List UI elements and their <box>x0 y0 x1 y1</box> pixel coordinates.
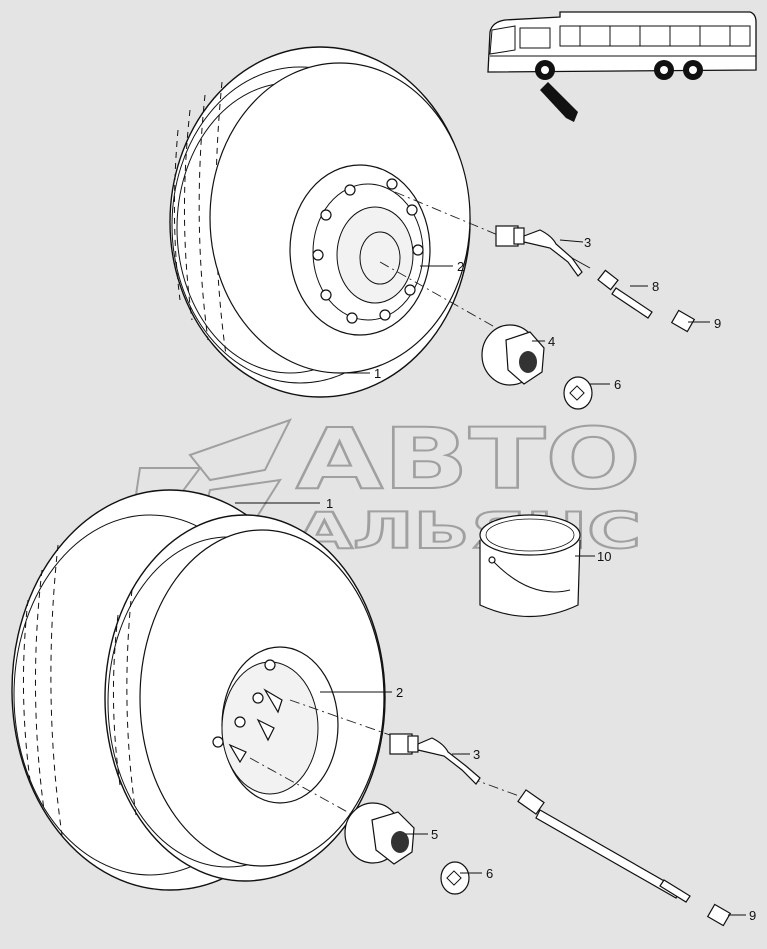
callout-lower-1: 1 <box>326 496 333 511</box>
callout-upper-1: 1 <box>374 366 381 381</box>
lower-rim <box>212 646 339 804</box>
callout-upper-6: 6 <box>614 377 621 392</box>
upper-wheel-assembly <box>169 46 710 410</box>
callout-lower-10: 10 <box>597 549 611 564</box>
upper-extension-part-8 <box>597 269 653 319</box>
callout-upper-3: 3 <box>584 235 591 250</box>
upper-cap-part-6 <box>563 376 593 410</box>
upper-cap-part-9 <box>670 309 696 333</box>
lower-nut-part-5 <box>344 802 415 865</box>
callout-upper-8: 8 <box>652 279 659 294</box>
lower-cap-part-6 <box>440 861 470 895</box>
watermark: АВТО АЛЬЯНС <box>128 409 642 561</box>
callout-upper-2: 2 <box>457 259 464 274</box>
upper-rim <box>289 164 431 336</box>
callout-lower-3: 3 <box>473 747 480 762</box>
callout-lower-9: 9 <box>749 908 756 923</box>
bus-thumbnail <box>487 11 757 122</box>
lower-valve-part-3 <box>389 733 481 785</box>
callout-lower-6: 6 <box>486 866 493 881</box>
callout-lower-5: 5 <box>431 827 438 842</box>
upper-valve-part-3 <box>495 225 591 277</box>
lower-cap-part-9 <box>706 903 732 927</box>
watermark-line1: АВТО <box>296 410 641 508</box>
bucket-part-10 <box>479 514 581 618</box>
arrow-icon <box>540 82 578 122</box>
callout-lower-2: 2 <box>396 685 403 700</box>
lower-wheel-assembly <box>11 489 746 927</box>
callout-upper-4: 4 <box>548 334 555 349</box>
callout-upper-9: 9 <box>714 316 721 331</box>
watermark-line2: АЛЬЯНС <box>296 502 641 560</box>
lower-extension <box>517 789 691 903</box>
upper-nut-part-4 <box>481 324 545 386</box>
